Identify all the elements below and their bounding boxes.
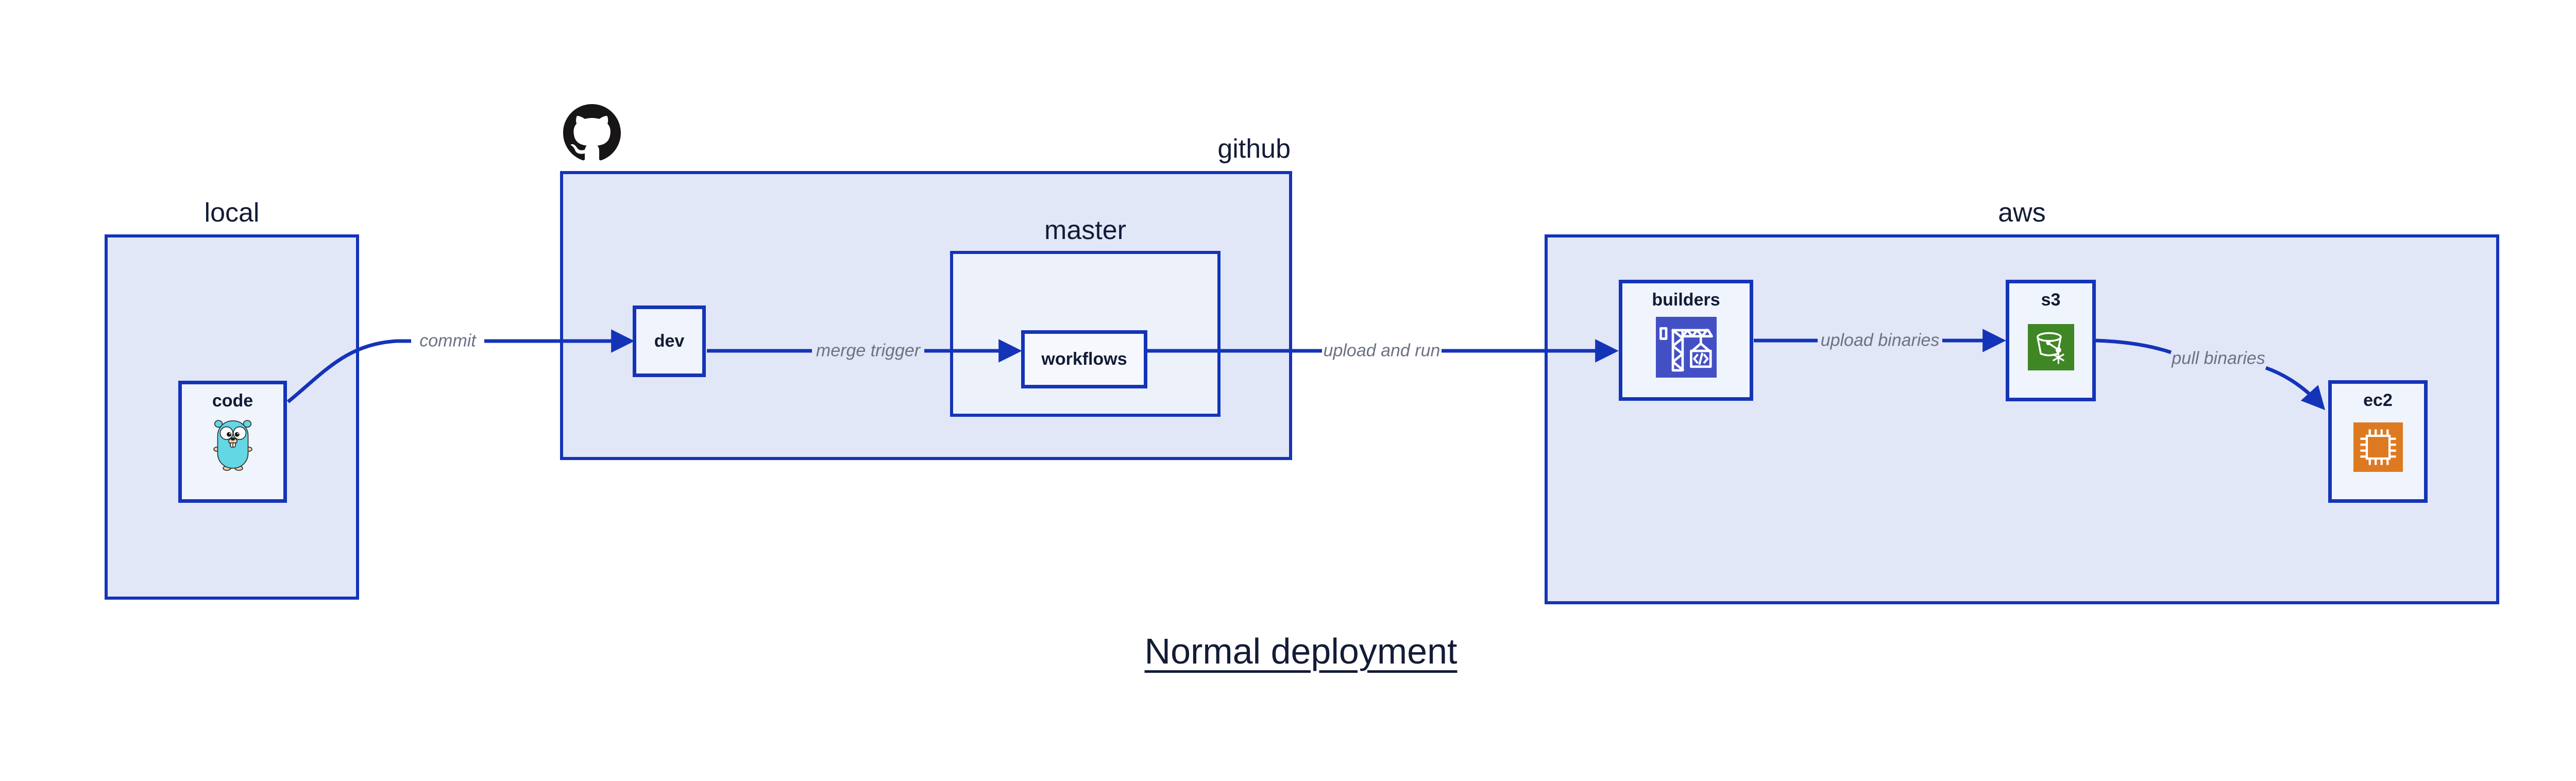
s3-node: s3 bbox=[2006, 280, 2096, 401]
master-group-label: master bbox=[1044, 215, 1126, 245]
edge-merge-trigger-label: merge trigger bbox=[816, 341, 921, 361]
s3-node-label: s3 bbox=[2041, 290, 2061, 310]
dev-node: dev bbox=[633, 305, 706, 377]
builders-node-label: builders bbox=[1652, 290, 1720, 310]
workflows-node-label: workflows bbox=[1041, 349, 1127, 369]
code-node: code bbox=[178, 381, 287, 503]
local-group-label: local bbox=[204, 198, 260, 228]
github-logo-icon bbox=[563, 104, 621, 161]
ec2-node: ec2 bbox=[2328, 380, 2428, 503]
dev-node-label: dev bbox=[654, 331, 685, 351]
diagram-title: Normal deployment bbox=[1144, 631, 1458, 671]
ec2-chip-icon bbox=[2353, 422, 2403, 472]
go-gopher-icon bbox=[213, 420, 252, 471]
edge-commit-label: commit bbox=[419, 331, 476, 351]
edge-upload-binaries-label: upload binaries bbox=[1820, 330, 1940, 350]
github-group-label: github bbox=[1217, 134, 1291, 164]
aws-group-label: aws bbox=[1998, 198, 2046, 228]
builders-node: builders bbox=[1619, 280, 1753, 401]
ec2-node-label: ec2 bbox=[2363, 390, 2393, 410]
edge-pull-binaries-label: pull binaries bbox=[2172, 348, 2265, 368]
workflows-node: workflows bbox=[1021, 330, 1147, 388]
s3-glacier-bucket-icon bbox=[2027, 324, 2074, 370]
edge-upload-and-run-label: upload and run bbox=[1323, 341, 1440, 361]
code-node-label: code bbox=[212, 391, 253, 411]
codebuild-crane-icon bbox=[1655, 316, 1717, 378]
